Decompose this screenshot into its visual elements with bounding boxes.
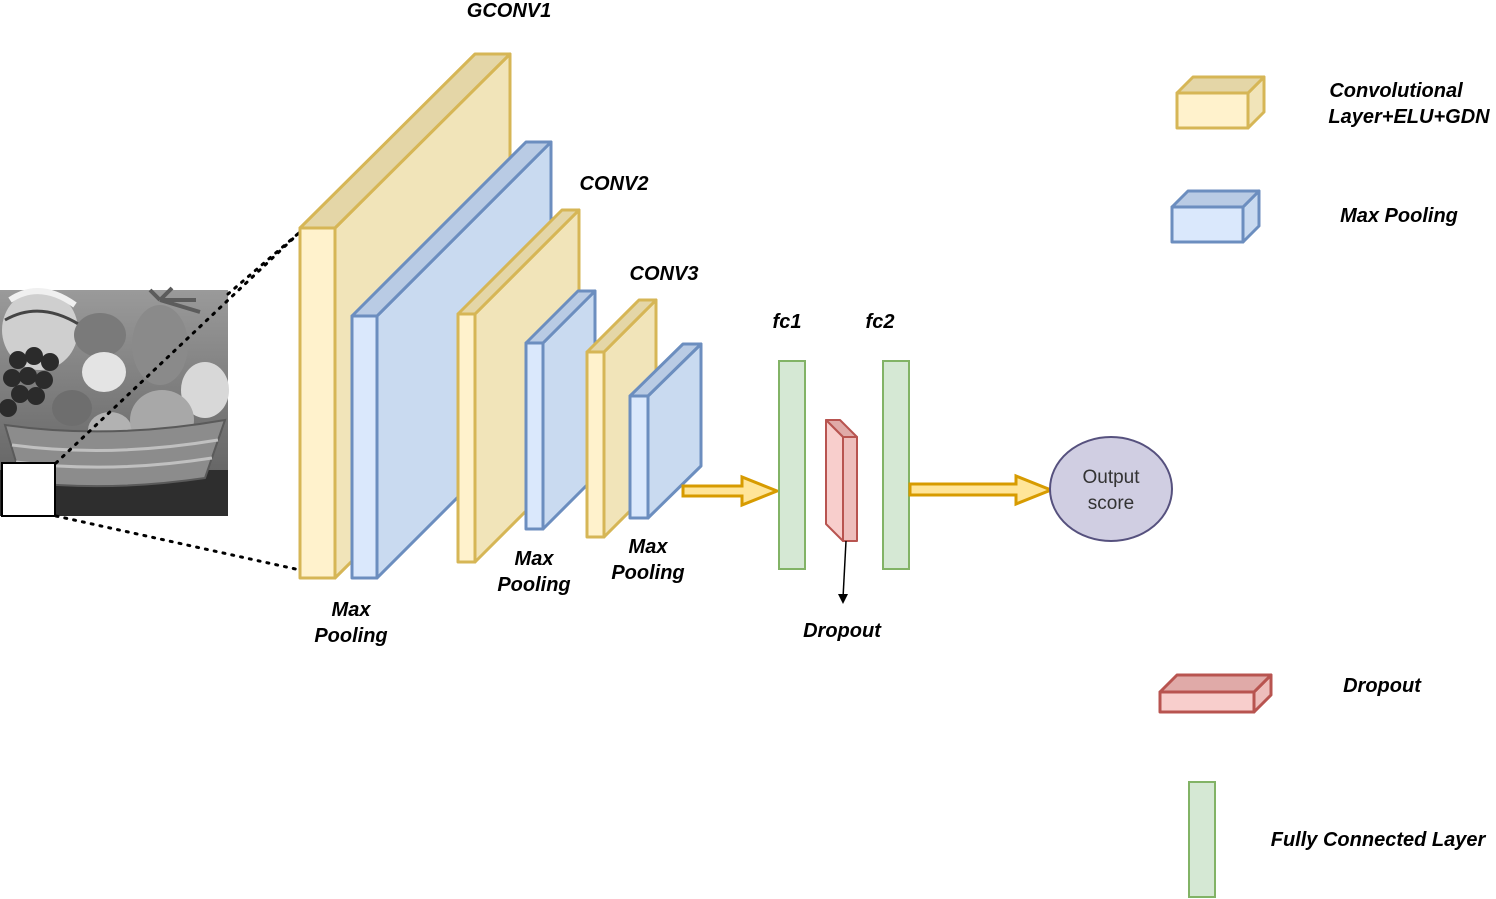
- fc2-block: [882, 360, 910, 570]
- dropout-arrow: [838, 540, 848, 604]
- fc2-label: fc2: [866, 311, 895, 333]
- input-patch-box: [1, 462, 56, 517]
- legend-fc-label: Fully Connected Layer: [1271, 829, 1487, 851]
- fc1-block: [778, 360, 806, 570]
- arrow-to-fc1: [681, 474, 782, 508]
- legend-conv-label-line2: Layer+ELU+GDN: [1328, 106, 1490, 128]
- pool3-block: [628, 342, 703, 520]
- gconv1-label: GCONV1: [467, 0, 551, 22]
- output-label-line1: Output: [1082, 467, 1140, 488]
- conv2-label: CONV2: [580, 173, 649, 195]
- input-image: [0, 286, 229, 517]
- dropout-block: [825, 419, 858, 542]
- pool2-label-line1: Max: [515, 548, 555, 570]
- legend-pool-label: Max Pooling: [1340, 205, 1458, 227]
- output-score-node: [1049, 436, 1173, 542]
- legend-pool-swatch: [1170, 189, 1261, 244]
- pool3-label-line2: Pooling: [611, 562, 684, 584]
- pool1-label-line1: Max: [332, 599, 372, 621]
- output-label-line2: score: [1088, 493, 1134, 514]
- arrow-to-output: [908, 473, 1056, 507]
- pool2-label-line2: Pooling: [497, 574, 570, 596]
- fc1-label: fc1: [773, 311, 802, 333]
- legend-dropout-swatch: [1158, 673, 1273, 714]
- legend-dropout-label: Dropout: [1343, 675, 1422, 697]
- projection-lines: [54, 230, 302, 572]
- legend: Convolutional Layer+ELU+GDN Max Pooling …: [1158, 75, 1490, 898]
- legend-conv-swatch: [1175, 75, 1266, 130]
- legend-conv-label-line1: Convolutional: [1329, 80, 1463, 102]
- legend-fc-swatch: [1188, 781, 1216, 898]
- conv3-label: CONV3: [630, 263, 699, 285]
- dropout-label: Dropout: [803, 620, 882, 642]
- pool3-label-line1: Max: [629, 536, 669, 558]
- pool1-label-line2: Pooling: [314, 625, 387, 647]
